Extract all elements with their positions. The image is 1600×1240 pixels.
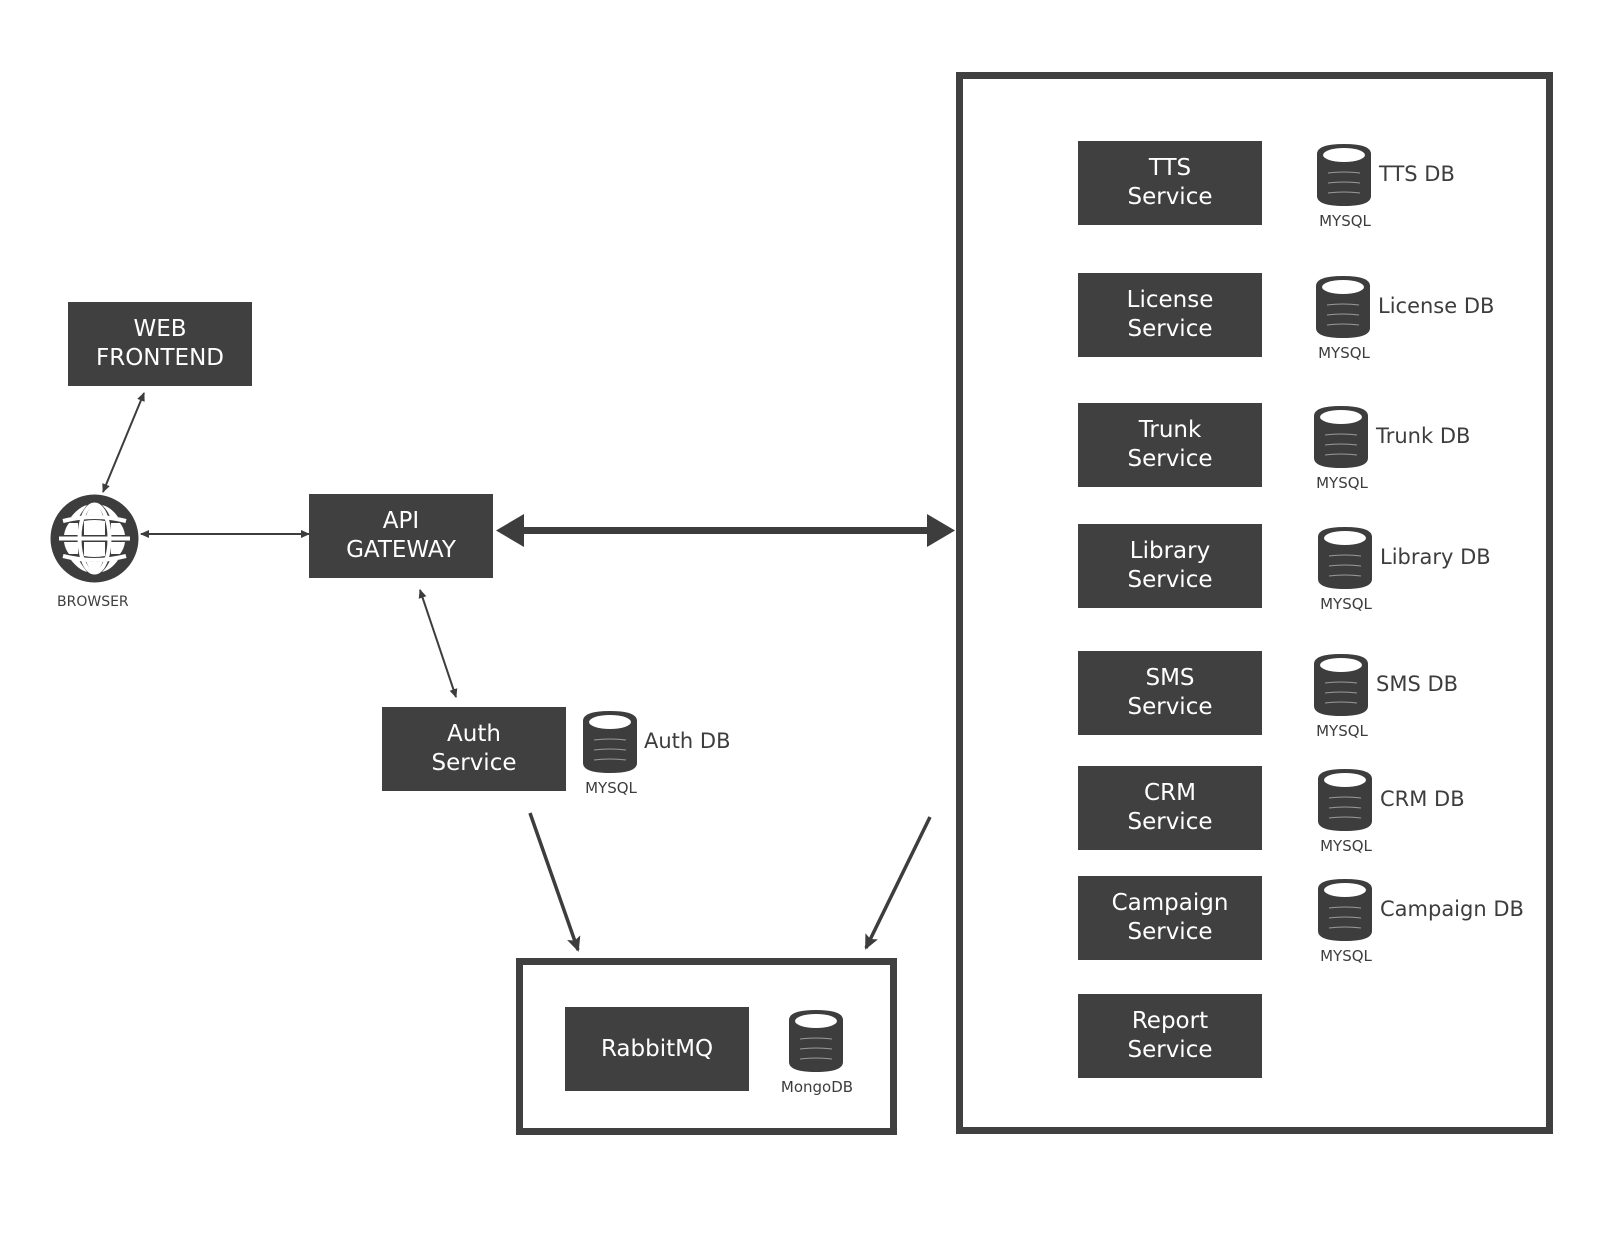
service-box-3[interactable]: Library Service [1078,524,1262,608]
database-icon [583,711,637,773]
service-db-name-3: Library DB [1380,545,1491,569]
browser-label: BROWSER [57,594,129,610]
service-db-2[interactable]: MYSQL [1312,404,1372,492]
service-db-engine: MYSQL [1320,947,1372,965]
arrow-services-rabbitmq [864,816,932,950]
arrow-browser-webfrontend [102,392,145,493]
auth-db-engine: MYSQL [585,779,637,797]
auth-db-name: Auth DB [644,729,731,753]
web-frontend-box[interactable]: WEB FRONTEND [68,302,252,386]
service-db-name-6: Campaign DB [1380,897,1524,921]
messaging-container [516,958,897,1135]
service-db-engine: MYSQL [1319,212,1371,230]
service-db-6[interactable]: MYSQL [1316,877,1376,965]
service-box-4[interactable]: SMS Service [1078,651,1262,735]
arrow-auth-rabbitmq [528,812,581,952]
auth-service-box[interactable]: Auth Service [382,707,566,791]
database-icon [1318,879,1372,941]
service-db-engine: MYSQL [1316,722,1368,740]
service-label: Campaign Service [1111,890,1229,945]
database-icon [1317,144,1371,206]
service-db-engine: MYSQL [1320,837,1372,855]
service-db-0[interactable]: MYSQL [1315,142,1375,230]
service-label: Trunk Service [1127,417,1213,472]
api-gateway-label: API GATEWAY [346,508,456,563]
browser-node[interactable] [49,493,140,584]
database-icon [1316,276,1370,338]
service-box-2[interactable]: Trunk Service [1078,403,1262,487]
service-label: SMS Service [1127,665,1213,720]
service-db-1[interactable]: MYSQL [1314,274,1374,362]
database-icon [1318,769,1372,831]
service-db-name-5: CRM DB [1380,787,1465,811]
web-frontend-label: WEB FRONTEND [95,316,225,371]
database-icon [1314,406,1368,468]
mongodb-engine: MongoDB [780,1078,854,1096]
service-db-name-1: License DB [1378,294,1495,318]
api-gateway-box[interactable]: API GATEWAY [309,494,493,578]
database-icon [789,1010,843,1072]
service-db-name-4: SMS DB [1376,672,1459,696]
service-label: Library Service [1127,538,1213,593]
service-db-4[interactable]: MYSQL [1312,652,1372,740]
database-icon [1314,654,1368,716]
auth-db[interactable]: MYSQL [581,709,641,797]
service-box-0[interactable]: TTS Service [1078,141,1262,225]
auth-service-label: Auth Service [431,721,517,776]
arrow-apigateway-auth [418,589,458,698]
service-box-7[interactable]: Report Service [1078,994,1262,1078]
service-db-engine: MYSQL [1316,474,1368,492]
service-box-6[interactable]: Campaign Service [1078,876,1262,960]
service-db-name-2: Trunk DB [1376,424,1471,448]
services-container [956,72,1553,1134]
service-label: License Service [1126,287,1214,342]
globe-icon [50,494,139,583]
rabbitmq-label: RabbitMQ [600,1035,714,1062]
service-label: CRM Service [1127,780,1213,835]
service-db-engine: MYSQL [1318,344,1370,362]
service-label: TTS Service [1127,155,1213,210]
service-db-5[interactable]: MYSQL [1316,767,1376,855]
database-icon [1318,527,1372,589]
rabbitmq-box[interactable]: RabbitMQ [565,1007,749,1091]
service-db-name-0: TTS DB [1379,162,1455,186]
service-box-5[interactable]: CRM Service [1078,766,1262,850]
service-db-3[interactable]: MYSQL [1316,525,1376,613]
mongodb[interactable]: MongoDB [781,1008,853,1096]
arrow-apigateway-services [496,514,955,547]
service-box-1[interactable]: License Service [1078,273,1262,357]
service-db-engine: MYSQL [1320,595,1372,613]
service-label: Report Service [1127,1008,1213,1063]
